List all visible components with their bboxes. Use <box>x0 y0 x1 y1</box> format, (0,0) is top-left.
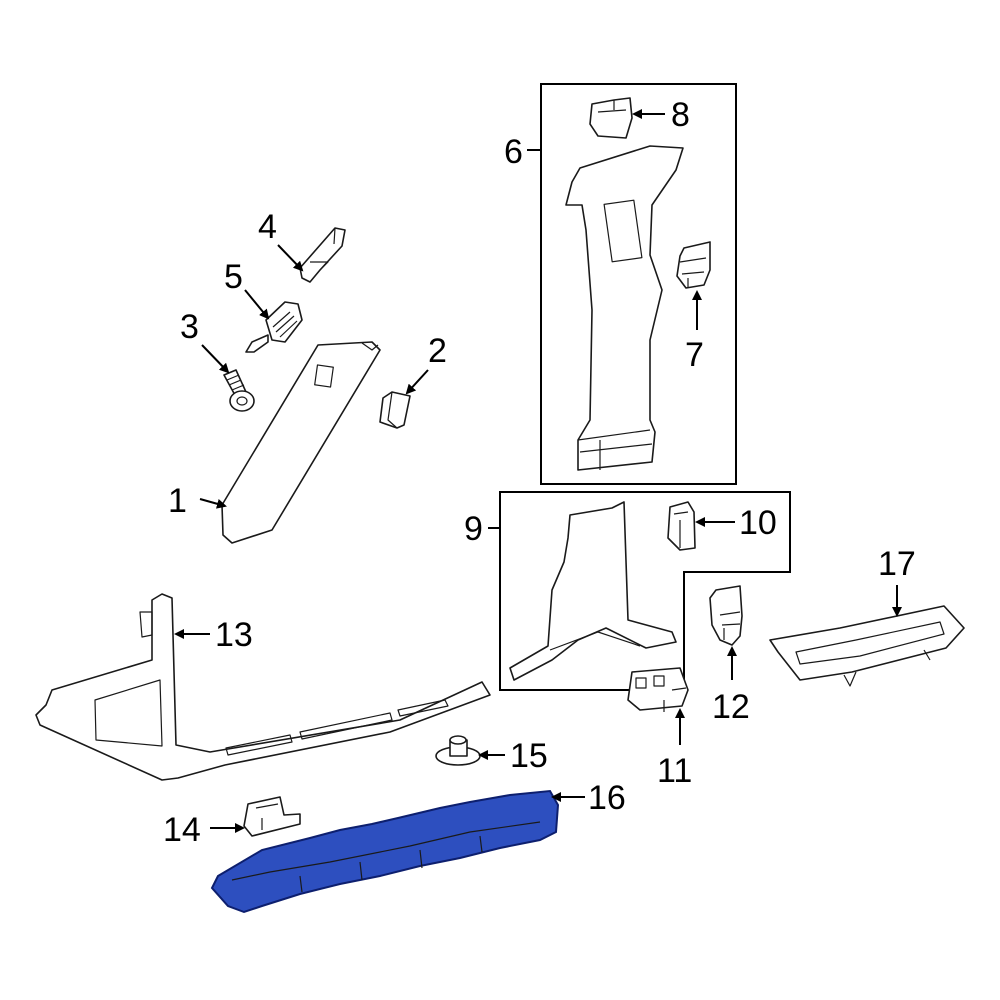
part-13-sill-kick-panel[interactable] <box>35 593 491 781</box>
callout-11: 11 <box>657 752 692 790</box>
callout-8: 8 <box>671 96 690 134</box>
callout-3: 3 <box>180 308 199 346</box>
callout-line-5 <box>244 289 270 320</box>
part-10-clip[interactable] <box>667 501 696 551</box>
part-15-push-pin[interactable] <box>435 735 481 766</box>
callout-15: 15 <box>510 737 548 775</box>
callout-10: 10 <box>739 504 777 542</box>
callout-14: 14 <box>163 811 201 849</box>
callout-line-2 <box>405 369 429 395</box>
part-17-rear-sill-trim[interactable] <box>769 605 965 687</box>
callout-5: 5 <box>224 258 243 296</box>
callout-7: 7 <box>685 336 704 374</box>
group-box-9 <box>499 491 791 691</box>
part-7-clip[interactable] <box>676 241 711 289</box>
part-2-clip[interactable] <box>379 391 411 429</box>
part-4-retainer[interactable] <box>299 227 346 283</box>
part-11-bracket-clip[interactable] <box>627 667 689 712</box>
group-box-6 <box>540 83 737 485</box>
part-6-pillar-upper-trim[interactable] <box>565 145 684 471</box>
part-9-pillar-lower-trim[interactable] <box>509 501 677 681</box>
part-14-clip[interactable] <box>243 796 301 837</box>
part-8-clip[interactable] <box>589 97 633 139</box>
callout-line-3 <box>201 344 230 374</box>
callout-17: 17 <box>878 545 916 583</box>
callout-line-1 <box>199 498 227 509</box>
part-1-pillar-trim[interactable] <box>221 341 381 544</box>
callout-4: 4 <box>258 208 277 246</box>
callout-12: 12 <box>712 688 750 726</box>
part-3-screw[interactable] <box>223 369 255 412</box>
callout-6: 6 <box>504 133 523 171</box>
callout-9: 9 <box>464 510 483 548</box>
callout-2: 2 <box>428 332 447 370</box>
callout-line-4 <box>277 244 304 272</box>
part-12-retainer[interactable] <box>709 585 743 646</box>
callout-1: 1 <box>168 482 187 520</box>
callout-13: 13 <box>215 616 253 654</box>
part-16-sill-reinforcement[interactable] <box>210 789 560 914</box>
part-5-pin-clip[interactable] <box>245 301 303 353</box>
callout-16: 16 <box>588 779 626 817</box>
